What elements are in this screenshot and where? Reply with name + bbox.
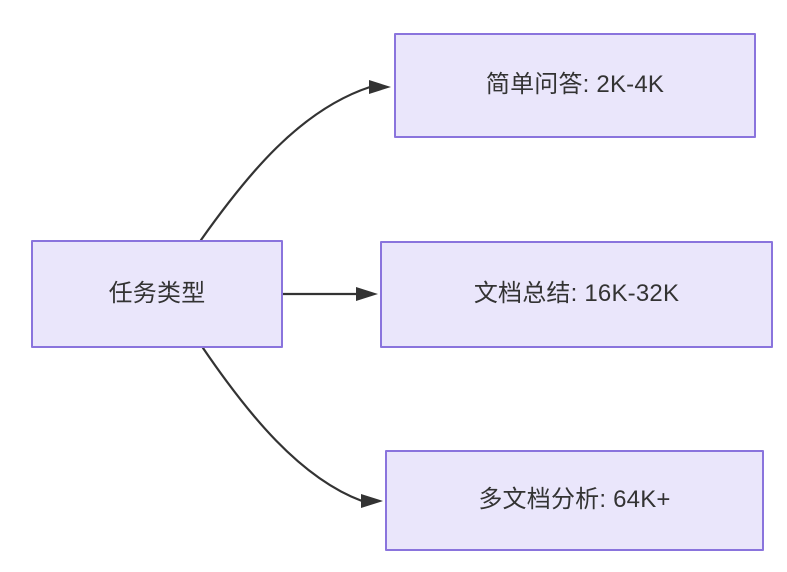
node-doc-summary-label: 文档总结: 16K-32K — [473, 280, 680, 308]
node-simple-qa-label: 简单问答: 2K-4K — [485, 71, 665, 99]
node-root-task-type[interactable]: 任务类型 — [31, 240, 283, 348]
edge-root-to-multi-doc — [201, 346, 364, 503]
node-multi-doc-label: 多文档分析: 64K+ — [478, 486, 671, 514]
node-simple-qa[interactable]: 简单问答: 2K-4K — [394, 33, 756, 138]
node-root-label: 任务类型 — [108, 279, 206, 307]
arrow-head-icon-doc-summary — [356, 287, 378, 301]
node-multi-doc[interactable]: 多文档分析: 64K+ — [385, 450, 764, 551]
arrow-head-icon-multi-doc — [361, 494, 383, 508]
arrow-head-icon-simple-qa — [369, 80, 391, 94]
edge-root-to-simple-qa — [199, 85, 372, 242]
node-doc-summary[interactable]: 文档总结: 16K-32K — [380, 241, 773, 348]
